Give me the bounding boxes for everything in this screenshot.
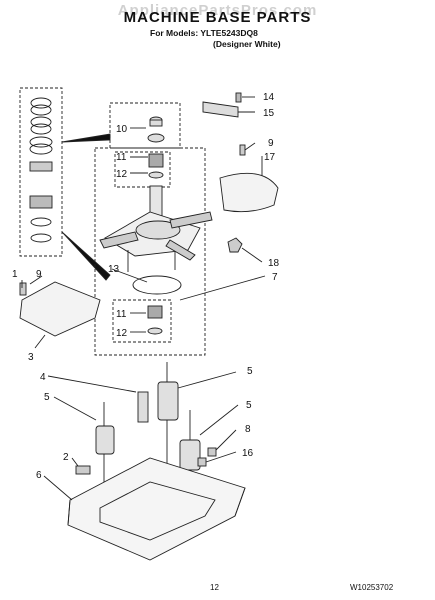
callout-10: 10 — [116, 124, 128, 135]
callout-9-right: 9 — [268, 138, 274, 149]
callout-7: 7 — [272, 272, 278, 283]
callout-4: 4 — [40, 372, 46, 383]
lower-washer — [147, 327, 163, 335]
callout-5-left: 5 — [44, 392, 50, 403]
leader-7 — [179, 275, 266, 301]
base-frame — [67, 457, 246, 561]
right-cover — [219, 172, 279, 213]
callout-17: 17 — [264, 152, 276, 163]
leader-5b — [177, 371, 237, 389]
actuator-lever — [202, 101, 239, 118]
leader-5a — [53, 396, 97, 421]
upper-washer — [148, 171, 164, 179]
callout-8: 8 — [245, 424, 251, 435]
callout-12-upper: 12 — [116, 169, 128, 180]
callout-5-right: 5 — [246, 400, 252, 411]
document-code: W10253702 — [350, 583, 394, 592]
leader-6 — [43, 475, 73, 501]
callout-13: 13 — [108, 264, 120, 275]
callout-6: 6 — [36, 470, 42, 481]
callout-11-upper: 11 — [116, 152, 127, 163]
leader-18 — [241, 247, 263, 263]
screw-1 — [19, 282, 27, 296]
callout-11-lower: 11 — [116, 309, 127, 320]
watermark: AppliancePartsPros.com — [117, 2, 318, 19]
leader-4 — [47, 375, 137, 393]
callout-3: 3 — [28, 352, 34, 363]
callout-9-left: 9 — [36, 269, 42, 280]
screw-8 — [207, 447, 217, 457]
clip-2 — [75, 465, 91, 475]
callout-2: 2 — [63, 452, 69, 463]
screw-16 — [197, 457, 207, 467]
main-assembly-box — [94, 147, 206, 356]
kit-leader-upper — [61, 133, 111, 143]
gearcase-assembly — [99, 185, 213, 295]
bearing-cone — [147, 116, 165, 143]
leader-3 — [34, 334, 46, 349]
diagram-title: MACHINE BASE PARTS — [123, 9, 312, 26]
left-shield-plate — [19, 281, 101, 337]
callout-12-lower: 12 — [116, 328, 128, 339]
centering-spring — [137, 391, 149, 423]
callout-18: 18 — [268, 258, 280, 269]
nut-18 — [227, 237, 243, 253]
leader-9b — [244, 142, 256, 151]
upper-bearing-box — [114, 151, 171, 188]
kit-seal-stack — [29, 97, 53, 243]
screw-9 — [239, 144, 246, 156]
actuator-screw — [235, 92, 242, 103]
parts-kit-box — [19, 87, 63, 257]
callout-5-right-top: 5 — [247, 366, 253, 377]
suspension-leg-center — [157, 362, 179, 480]
leader-9a — [29, 275, 43, 285]
page-number: 12 — [210, 583, 219, 592]
leader-2 — [71, 457, 79, 467]
callout-16: 16 — [242, 448, 254, 459]
callout-14: 14 — [263, 92, 275, 103]
models-line: For Models: YLTE5243DQ8 — [150, 28, 258, 38]
kit-leader-lower — [61, 231, 111, 281]
upper-bearing — [148, 153, 164, 168]
callout-1: 1 — [12, 269, 18, 280]
callout-15: 15 — [263, 108, 275, 119]
lower-bearing — [147, 305, 163, 319]
leader-13 — [111, 268, 148, 283]
variant-line: (Designer White) — [213, 39, 281, 49]
leader-8 — [215, 429, 237, 451]
leader-16 — [205, 451, 237, 463]
leader-5c — [199, 404, 239, 436]
